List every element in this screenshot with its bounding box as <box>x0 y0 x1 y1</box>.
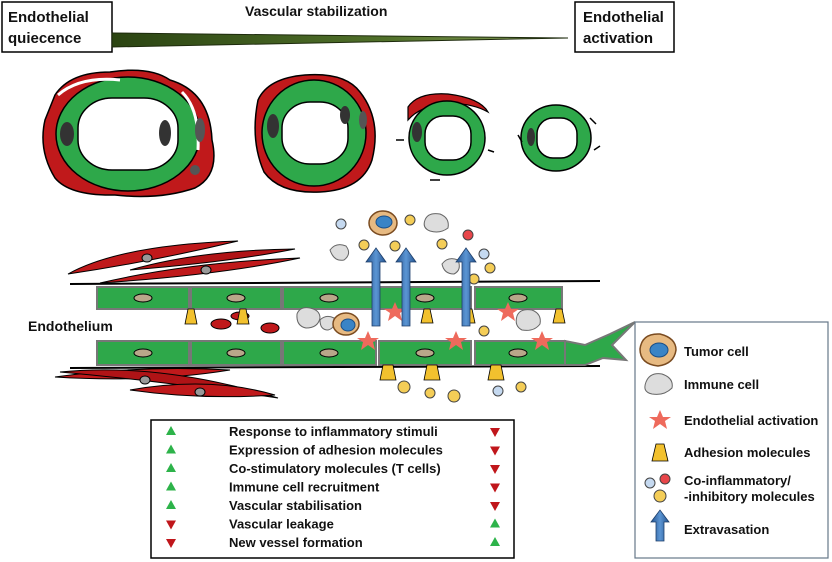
adhesion-molecules-bottom <box>379 364 505 381</box>
legend: Tumor cell Immune cell Endothelial activ… <box>634 321 829 559</box>
vessel-cross-sections <box>42 69 601 198</box>
legend-label-immune-cell: Immune cell <box>684 377 759 392</box>
legend-label-molecules-line1: Co-inflammatory/ <box>684 473 791 488</box>
immune-cell-icon <box>644 373 673 395</box>
extravasation-arrows <box>365 247 477 327</box>
activation-label-line2: activation <box>583 30 653 47</box>
activation-stars <box>357 302 553 350</box>
endothelium-label: Endothelium <box>28 318 113 334</box>
table-row-6-right-up-arrow <box>490 537 500 546</box>
table-row-5-label: Vascular leakage <box>229 517 334 532</box>
comparison-table: Response to inflammatory stimuliExpressi… <box>150 419 515 559</box>
table-row-3-right-down-arrow <box>490 483 500 493</box>
table-row-1-right-down-arrow <box>490 446 500 456</box>
table-row-4-label: Vascular stabilisation <box>229 498 362 513</box>
table-row-2-right-down-arrow <box>490 465 500 474</box>
table-row-0-right-down-arrow <box>490 428 500 437</box>
quiescence-box <box>1 1 113 53</box>
vessel-section-partial <box>254 73 376 193</box>
table-row-5-left-down-arrow <box>166 520 176 530</box>
stabilization-gradient-wedge <box>111 32 569 48</box>
table-row-4-right-down-arrow <box>490 502 500 511</box>
legend-label-molecules-line2: -inhibitory molecules <box>684 489 815 504</box>
table-row-0-left-up-arrow <box>166 426 176 435</box>
tumor-cell-icon <box>639 333 677 367</box>
table-row-2-label: Co-stimulatory molecules (T cells) <box>229 461 441 476</box>
molecules-icon <box>644 473 671 503</box>
table-row-5-right-up-arrow <box>490 518 500 528</box>
endothelial-row-bottom <box>96 321 636 366</box>
star-icon <box>649 410 671 429</box>
table-row-4-left-up-arrow <box>166 500 176 509</box>
extravasated-cells <box>329 210 460 275</box>
table-row-3-label: Immune cell recruitment <box>229 480 380 495</box>
table-row-6-left-down-arrow <box>166 539 176 548</box>
tumor-cell-lumen <box>332 312 360 336</box>
adhesion-molecule-icon <box>651 443 669 462</box>
quiescence-label-line1: Endothelial <box>8 9 89 26</box>
table-row-1-left-up-arrow <box>166 444 176 454</box>
vessel-section-reduced <box>396 93 495 181</box>
table-row-6-label: New vessel formation <box>229 535 363 550</box>
vascular-stabilization-label: Vascular stabilization <box>245 3 387 19</box>
activation-label-line1: Endothelial <box>583 9 664 26</box>
immune-cells-lumen <box>296 307 541 331</box>
table-row-1-label: Expression of adhesion molecules <box>229 443 443 458</box>
quiescence-label-line2: quiecence <box>8 30 81 47</box>
endothelial-row-top <box>96 286 563 310</box>
table-row-2-left-up-arrow <box>166 463 176 472</box>
activation-box <box>574 1 675 53</box>
arrow-up-icon <box>650 509 670 542</box>
vessel-section-activated <box>517 104 601 172</box>
legend-label-extravasation: Extravasation <box>684 522 769 537</box>
header: Endothelial quiecence Vascular stabiliza… <box>1 1 675 53</box>
legend-label-tumor-cell: Tumor cell <box>684 344 749 359</box>
legend-label-endothelial-activation: Endothelial activation <box>684 413 818 428</box>
table-row-3-left-up-arrow <box>166 481 176 491</box>
vessel-section-quiescent <box>42 69 215 198</box>
table-row-0-label: Response to inflammatory stimuli <box>229 424 438 439</box>
legend-label-adhesion-molecules: Adhesion molecules <box>684 445 810 460</box>
endothelium-longitudinal <box>54 210 636 403</box>
